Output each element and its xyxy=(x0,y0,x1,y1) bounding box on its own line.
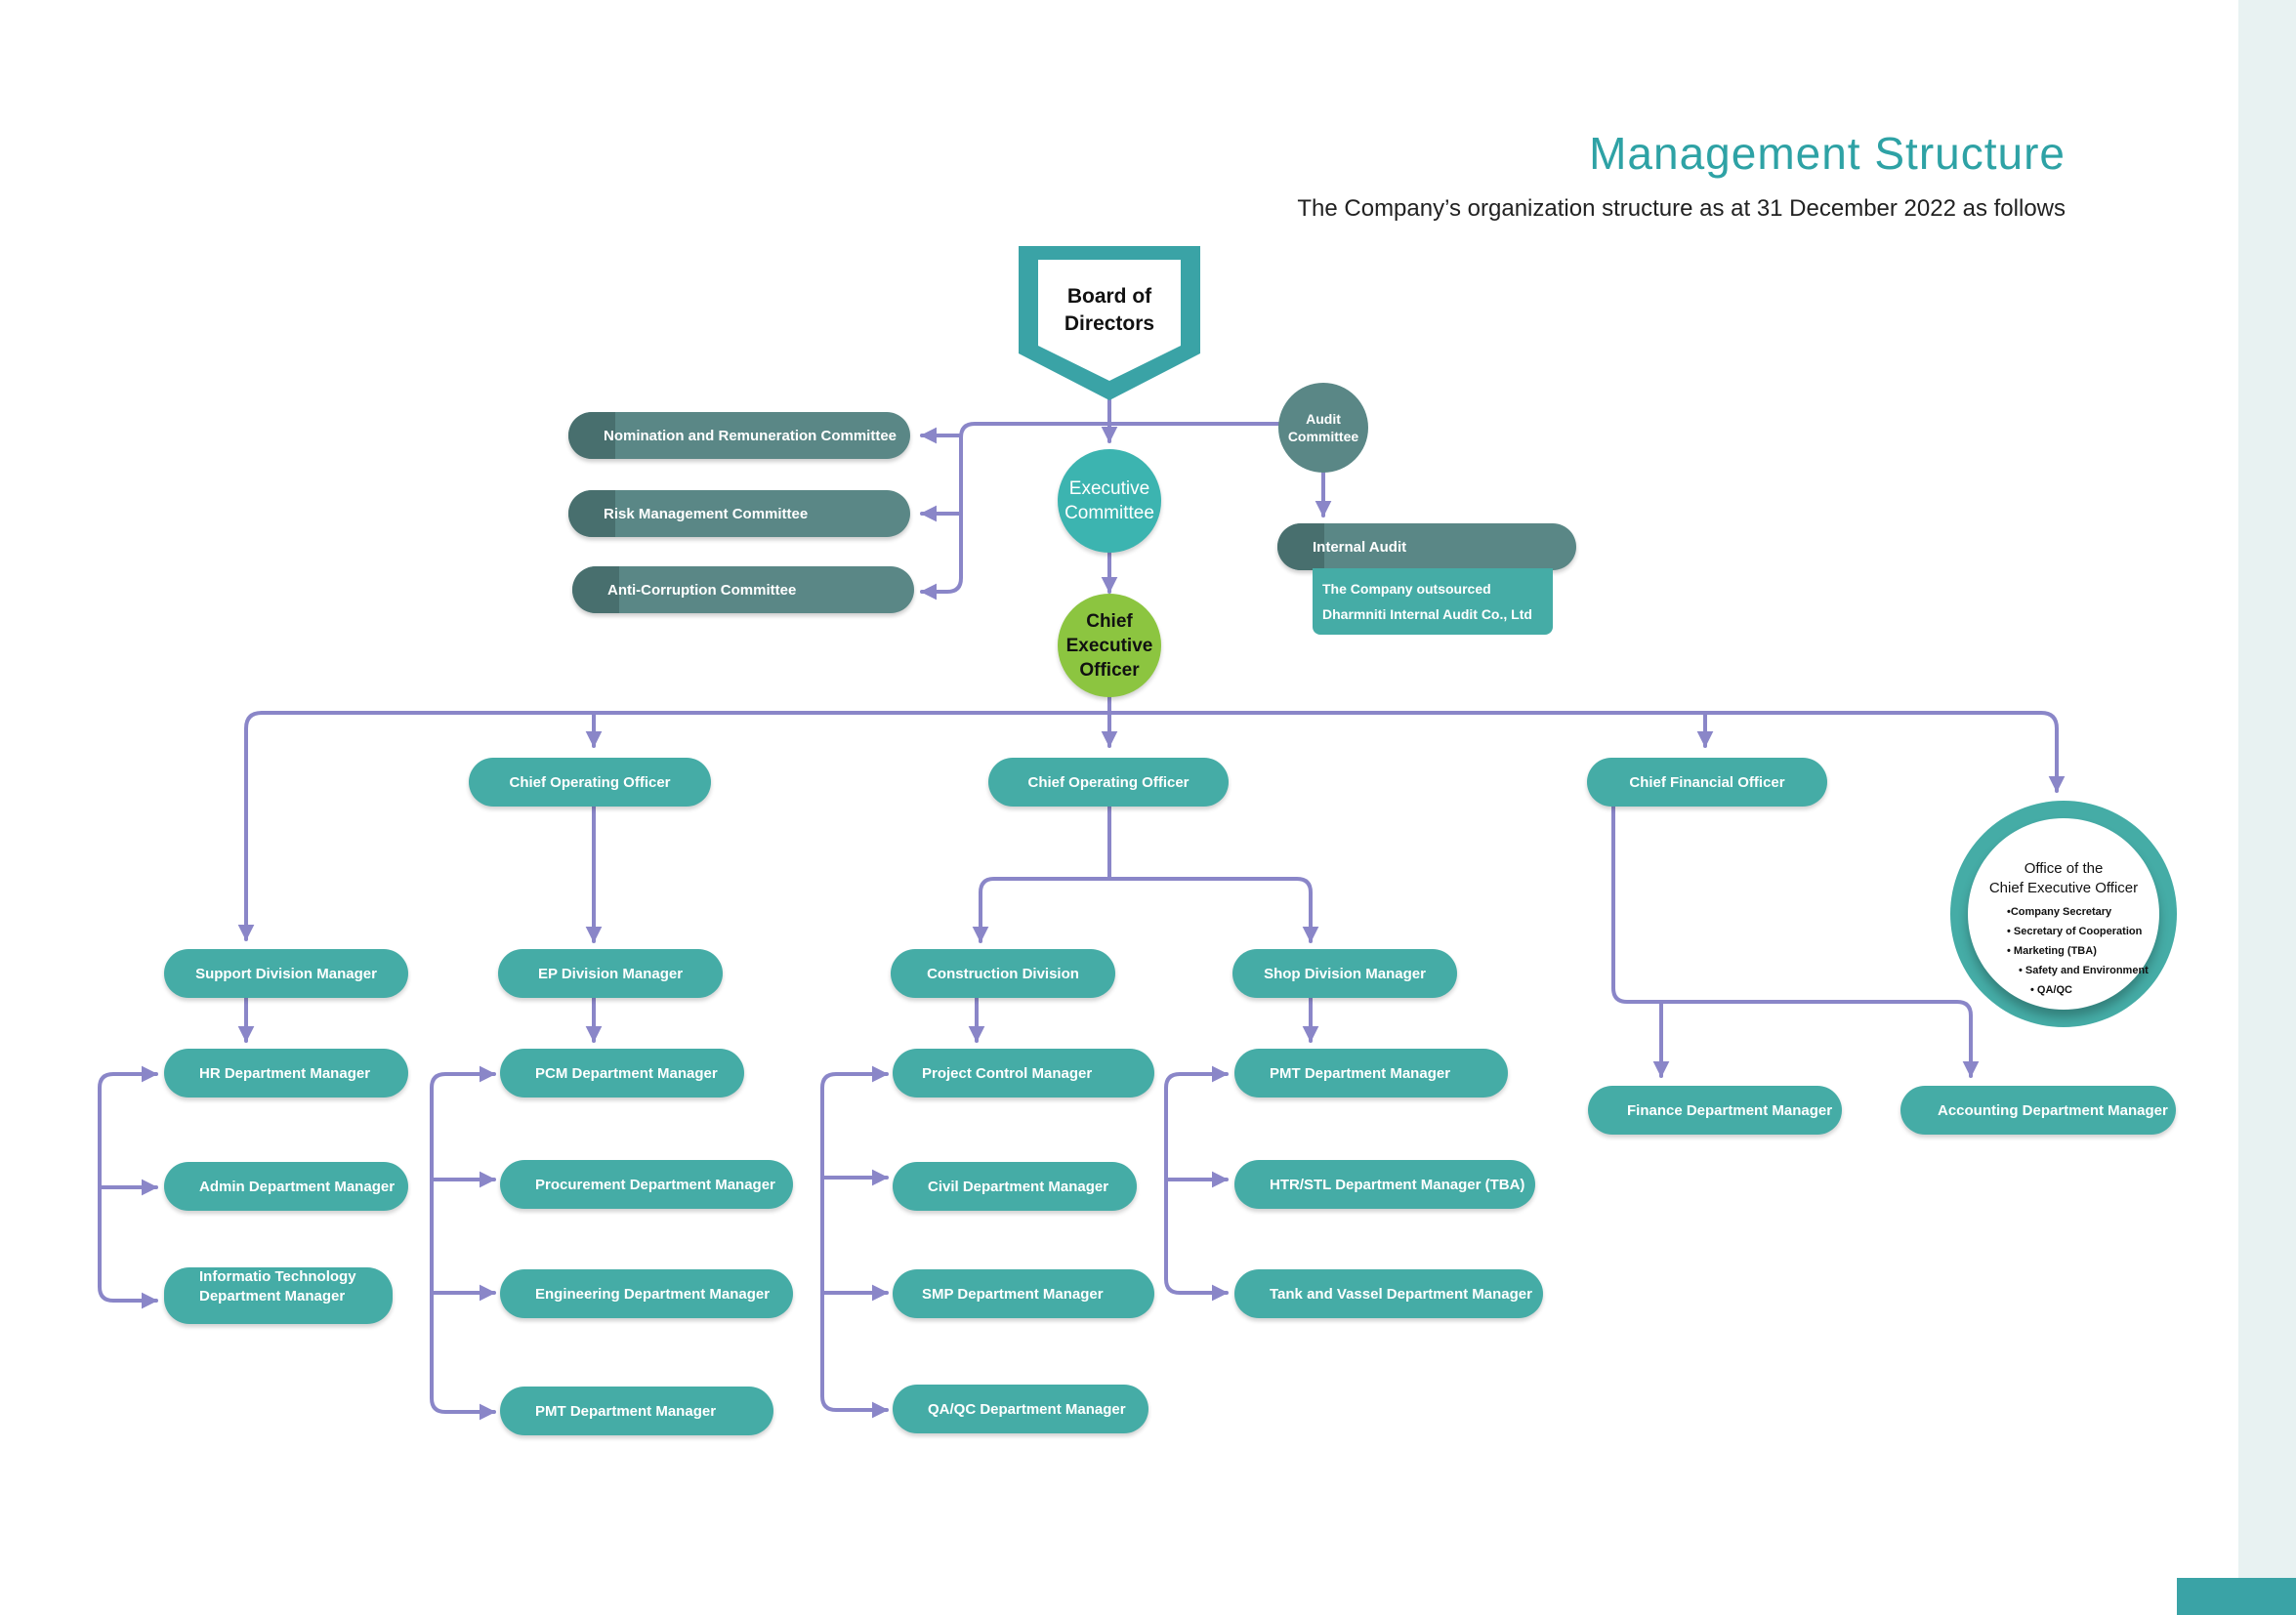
board-label-line1: Board of xyxy=(1066,285,1152,308)
connector-accounting xyxy=(1611,805,1980,1078)
pill-accent xyxy=(568,412,615,459)
office-title-line2: Chief Executive Officer xyxy=(1988,880,2139,896)
office-title-line1: Office of the xyxy=(2024,860,2104,877)
office-item: • Secretary of Cooperation xyxy=(2007,926,2143,937)
audit-committee-line1: Audit xyxy=(1306,411,1341,427)
nomination-committee: Nomination and Remuneration Committee xyxy=(568,412,910,459)
board-of-directors: Board of Directors xyxy=(1019,246,1200,400)
finance-department-manager: Finance Department Manager xyxy=(1588,1086,1842,1135)
internal-audit-note: The Company outsourced Dharmniti Interna… xyxy=(1313,568,1553,635)
internal-audit-label: Internal Audit xyxy=(1313,538,1407,556)
executive-committee-line2: Committee xyxy=(1065,503,1154,523)
hr-department-manager: HR Department Manager xyxy=(164,1049,408,1097)
connector-construction xyxy=(972,877,1111,943)
pill-accent xyxy=(572,566,619,613)
page-title: Management Structure xyxy=(1589,128,2066,179)
chief-operating-officer-2: Chief Operating Officer xyxy=(988,758,1229,807)
page-corner-tab xyxy=(2177,1578,2296,1615)
smp-department-manager: SMP Department Manager xyxy=(893,1269,1154,1318)
ceo-line3: Officer xyxy=(1079,659,1140,681)
office-of-ceo-inner: Office of the Chief Executive Officer •C… xyxy=(1968,818,2159,1010)
htr-stl-department-manager: HTR/STL Department Manager (TBA) xyxy=(1234,1160,1535,1209)
procurement-department-manager: Procurement Department Manager xyxy=(500,1160,793,1209)
office-item: • Marketing (TBA) xyxy=(2007,945,2097,957)
engineering-department-manager: Engineering Department Manager xyxy=(500,1269,793,1318)
support-division-manager: Support Division Manager xyxy=(164,949,408,998)
chief-executive-officer: Chief Executive Officer xyxy=(1058,594,1161,697)
project-control-manager: Project Control Manager xyxy=(893,1049,1154,1097)
bracket-shop xyxy=(1164,1065,1229,1302)
connector-shop xyxy=(1107,877,1319,943)
bracket-ep xyxy=(430,1065,496,1421)
ceo-line2: Executive xyxy=(1065,635,1153,656)
office-of-ceo: Office of the Chief Executive Officer •C… xyxy=(1950,801,2177,1027)
internal-audit-note-line2: Dharmniti Internal Audit Co., Ltd xyxy=(1322,606,1532,622)
connector-office xyxy=(260,711,2066,793)
ceo-line1: Chief xyxy=(1086,610,1133,632)
it-department-line2: Department Manager xyxy=(199,1288,346,1304)
audit-committee: Audit Committee xyxy=(1278,383,1368,473)
board-label-line2: Directors xyxy=(1064,312,1155,335)
office-item: • QA/QC xyxy=(2030,984,2072,996)
pmt-department-manager-shop: PMT Department Manager xyxy=(1234,1049,1508,1097)
office-item: • Safety and Environment xyxy=(2019,965,2149,976)
page-side-strip xyxy=(2238,0,2296,1615)
pill-accent xyxy=(1277,523,1324,570)
office-item: •Company Secretary xyxy=(2007,906,2112,918)
internal-audit-note-line1: The Company outsourced xyxy=(1322,581,1491,597)
audit-committee-line2: Committee xyxy=(1287,429,1359,444)
board-shield-shape xyxy=(1019,246,1200,400)
it-department-manager: Informatio Technology Department Manager xyxy=(164,1267,393,1324)
office-item-list: •Company Secretary • Secretary of Cooper… xyxy=(2007,902,2149,1000)
anti-corruption-committee-label: Anti-Corruption Committee xyxy=(607,581,797,599)
shop-division-manager: Shop Division Manager xyxy=(1232,949,1457,998)
chief-operating-officer-1: Chief Operating Officer xyxy=(469,758,711,807)
executive-committee: Executive Committee xyxy=(1058,449,1161,553)
tank-vassel-department-manager: Tank and Vassel Department Manager xyxy=(1234,1269,1543,1318)
pill-accent xyxy=(568,490,615,537)
nomination-committee-label: Nomination and Remuneration Committee xyxy=(604,427,898,444)
pcm-department-manager: PCM Department Manager xyxy=(500,1049,744,1097)
admin-department-manager: Admin Department Manager xyxy=(164,1162,408,1211)
accounting-department-manager: Accounting Department Manager xyxy=(1900,1086,2176,1135)
ep-division-manager: EP Division Manager xyxy=(498,949,723,998)
risk-committee-label: Risk Management Committee xyxy=(604,505,809,522)
chief-financial-officer: Chief Financial Officer xyxy=(1587,758,1827,807)
connector-anti xyxy=(920,422,1111,600)
construction-division: Construction Division xyxy=(891,949,1115,998)
civil-department-manager: Civil Department Manager xyxy=(893,1162,1137,1211)
bracket-construction xyxy=(820,1065,889,1419)
executive-committee-line1: Executive xyxy=(1068,478,1150,499)
risk-committee: Risk Management Committee xyxy=(568,490,910,537)
pmt-department-manager-ep: PMT Department Manager xyxy=(500,1387,773,1435)
anti-corruption-committee: Anti-Corruption Committee xyxy=(572,566,914,613)
connector-support xyxy=(237,711,264,941)
internal-audit: Internal Audit xyxy=(1277,523,1576,570)
it-department-line1: Informatio Technology xyxy=(199,1268,356,1285)
qaqc-department-manager: QA/QC Department Manager xyxy=(893,1385,1148,1433)
page-subtitle: The Company’s organization structure as … xyxy=(1297,195,2066,222)
